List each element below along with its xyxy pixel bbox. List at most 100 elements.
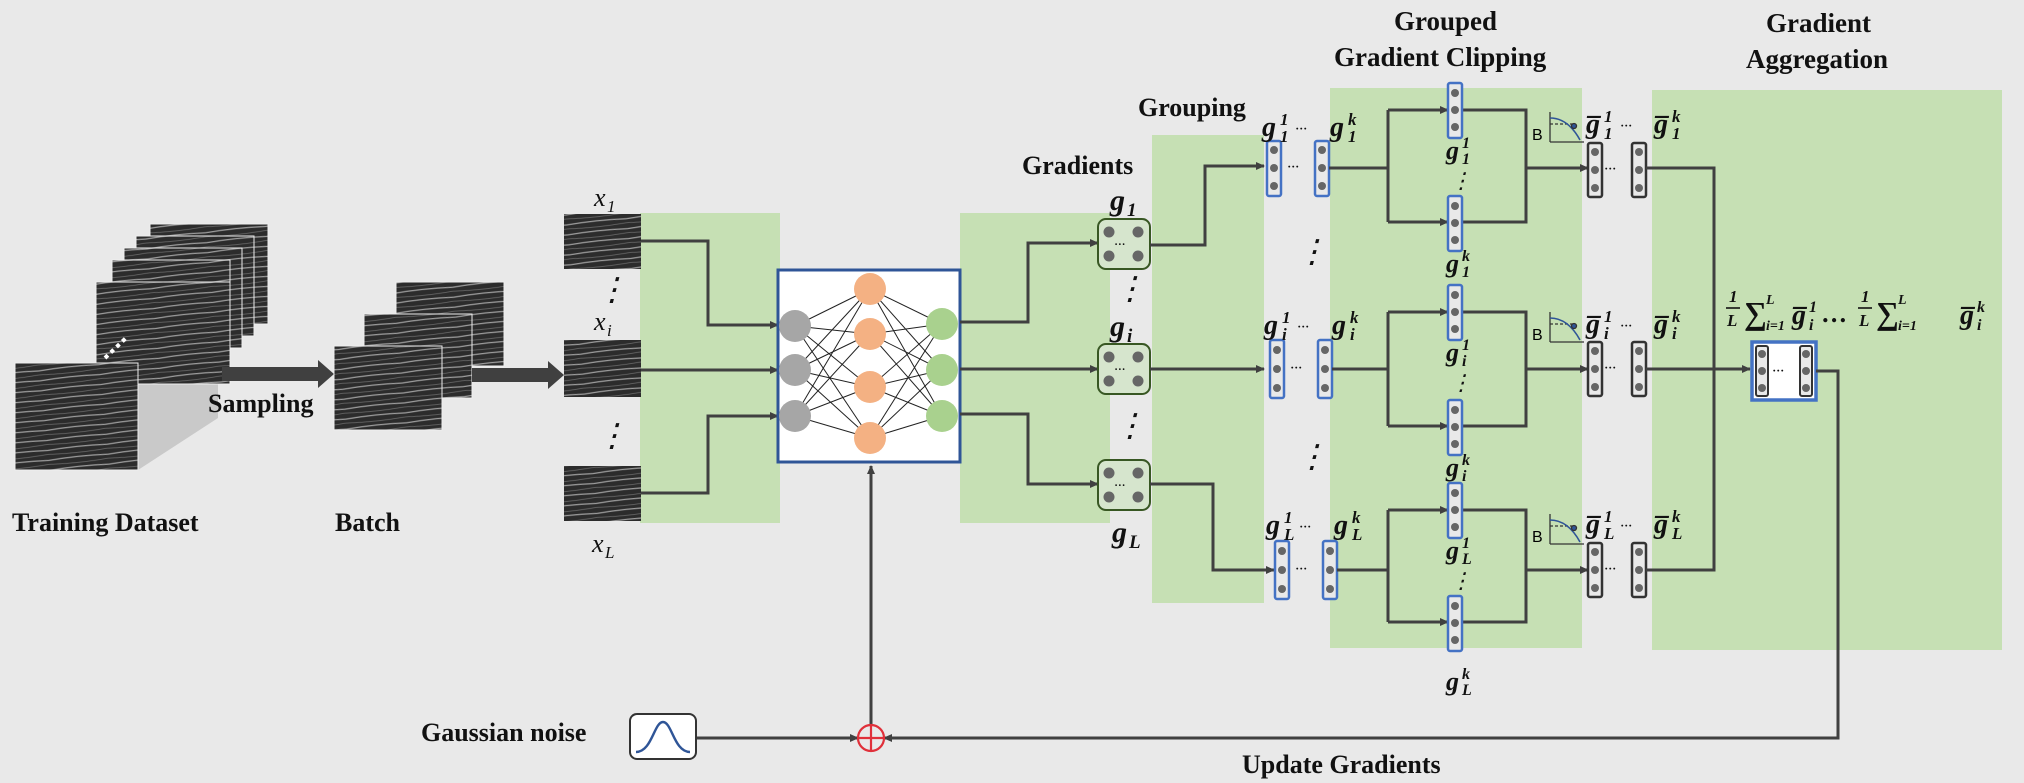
clipping-title-line1: Grouped bbox=[1394, 6, 1497, 36]
group-i-label-dots: ··· bbox=[1297, 319, 1309, 336]
group-L-g1: g bbox=[1265, 510, 1280, 541]
formula-term1-sup: 1 bbox=[1809, 299, 1817, 316]
noise-add-icon bbox=[858, 725, 884, 751]
batch-stack bbox=[334, 282, 504, 430]
clipped-row-i-labels: g̅ 1 i ··· g̅ k i bbox=[1585, 307, 1681, 343]
group-ellipsis-top: ⋮ bbox=[1296, 233, 1328, 269]
clip-1-sup1: 1 bbox=[1462, 135, 1470, 152]
clip-L-ellipsis: ⋮ bbox=[1450, 568, 1472, 593]
group-1-label-dots: ··· bbox=[1295, 121, 1307, 138]
formula-sum2: ∑ bbox=[1876, 295, 1899, 331]
formula-sum1: ∑ bbox=[1744, 295, 1767, 331]
batch-label: Batch bbox=[335, 508, 401, 537]
clipped-L-sub1: L bbox=[1603, 524, 1614, 543]
clip-1-g1: g bbox=[1445, 136, 1459, 165]
update-gradients-label: Update Gradients bbox=[1242, 750, 1441, 779]
clip-1-ellipsis: ⋮ bbox=[1450, 168, 1472, 193]
gl-label: g bbox=[1111, 516, 1127, 549]
clip-i-threshold: B bbox=[1532, 327, 1543, 344]
clipped-L-gk: g̅ bbox=[1653, 509, 1670, 540]
clipped-L-g1: g̅ bbox=[1585, 509, 1602, 540]
x1-label: x bbox=[593, 183, 606, 212]
gradient-box-i-dots: ··· bbox=[1114, 362, 1125, 378]
clipped-row-1-labels: g̅ 1 1 ··· g̅ k 1 bbox=[1585, 107, 1681, 143]
formula-sum2-sub: i=1 bbox=[1898, 319, 1917, 334]
group-L-dots: ··· bbox=[1295, 561, 1307, 578]
group-i-sub1: i bbox=[1282, 325, 1287, 344]
training-dataset-label: Training Dataset bbox=[12, 508, 199, 537]
sampling-arrow bbox=[222, 360, 334, 388]
group-1-gk: g bbox=[1329, 112, 1344, 143]
g-ellipsis-top: ⋮ bbox=[1114, 270, 1146, 306]
xl-sub: L bbox=[604, 543, 614, 562]
clip-i-subk: i bbox=[1462, 468, 1467, 485]
gradient-box-1-dots: ··· bbox=[1114, 237, 1125, 253]
group-i-labels: g 1 i ··· g k i bbox=[1263, 308, 1359, 344]
grouping-label: Grouping bbox=[1138, 93, 1246, 122]
clipped-L-label-dots: ··· bbox=[1620, 518, 1632, 535]
formula-dots: … bbox=[1822, 299, 1848, 328]
group-1-subk: 1 bbox=[1348, 127, 1357, 146]
g1-sub: 1 bbox=[1127, 200, 1137, 221]
clipped-1-label-dots: ··· bbox=[1620, 118, 1632, 135]
gaussian-noise-label: Gaussian noise bbox=[421, 718, 586, 747]
formula-sum2-sup: L bbox=[1897, 293, 1907, 308]
group-L-gk: g bbox=[1333, 510, 1348, 541]
clipped-i-subk: i bbox=[1672, 324, 1677, 343]
clip-L-threshold: B bbox=[1532, 529, 1543, 546]
clipped-1-dots: ··· bbox=[1604, 161, 1616, 178]
group-1-labels: g 1 1 ··· g k 1 bbox=[1261, 110, 1357, 146]
clipped-i-sub1: i bbox=[1604, 324, 1609, 343]
training-dataset-stack bbox=[15, 224, 268, 470]
input-samples bbox=[564, 214, 641, 521]
neural-network bbox=[778, 270, 960, 462]
clip-i-g1: g bbox=[1445, 338, 1459, 367]
clip-L-supk: k bbox=[1462, 666, 1470, 683]
clip-i-ellipsis: ⋮ bbox=[1450, 370, 1472, 395]
group-L-labels: g 1 L ··· g k L bbox=[1265, 508, 1362, 544]
formula-frac2-num: 1 bbox=[1861, 287, 1870, 306]
clip-1-gk: g bbox=[1445, 249, 1459, 278]
formula-term1-sub: i bbox=[1809, 317, 1814, 334]
gradients-label: Gradients bbox=[1022, 151, 1133, 180]
clip-L-subk: L bbox=[1461, 682, 1472, 699]
x1-sub: 1 bbox=[607, 197, 616, 216]
clip-L-sup1: 1 bbox=[1462, 535, 1470, 552]
aggregated-vector bbox=[1752, 342, 1816, 400]
sampling-label: Sampling bbox=[208, 389, 314, 418]
gl-sub: L bbox=[1128, 532, 1141, 553]
input-panel bbox=[640, 213, 780, 523]
clip-i-sub1: i bbox=[1462, 353, 1467, 370]
group-i-g1: g bbox=[1263, 310, 1278, 341]
xi-sub: i bbox=[607, 321, 612, 340]
aggregation-title-line2: Aggregation bbox=[1746, 44, 1888, 74]
clipped-L-subk: L bbox=[1671, 524, 1682, 543]
g-ellipsis-bottom: ⋮ bbox=[1114, 407, 1146, 443]
formula-frac1-den: L bbox=[1726, 311, 1737, 330]
group-1-sub1: 1 bbox=[1280, 127, 1289, 146]
clipped-i-g1: g̅ bbox=[1585, 309, 1602, 340]
clip-L-gk: g bbox=[1445, 667, 1459, 696]
group-1-g1: g bbox=[1261, 112, 1276, 143]
formula-sum1-sup: L bbox=[1765, 293, 1775, 308]
clip-i-gk: g bbox=[1445, 453, 1459, 482]
x-ellipsis-top: ⋮ bbox=[596, 271, 628, 307]
clipped-i-gk: g̅ bbox=[1653, 309, 1670, 340]
gradient-box-L-dots: ··· bbox=[1114, 478, 1125, 494]
gi-label: g bbox=[1109, 310, 1125, 343]
clipped-1-sub1: 1 bbox=[1604, 124, 1613, 143]
aggregation-title-line1: Gradient bbox=[1766, 8, 1871, 38]
gaussian-curve-icon bbox=[630, 714, 696, 759]
formula-frac1-num: 1 bbox=[1729, 287, 1738, 306]
formula-term2-sub: i bbox=[1977, 317, 1982, 334]
aggregated-vector-dots: ··· bbox=[1772, 363, 1784, 380]
group-L-label-dots: ··· bbox=[1299, 519, 1311, 536]
group-L-sub1: L bbox=[1283, 525, 1294, 544]
clipped-1-gk: g̅ bbox=[1653, 109, 1670, 140]
clipped-row-L-labels: g̅ 1 L ··· g̅ k L bbox=[1585, 507, 1682, 543]
clipped-i-dots: ··· bbox=[1604, 360, 1616, 377]
x-ellipsis-bottom: ⋮ bbox=[596, 417, 628, 453]
clip-i-supk: k bbox=[1462, 452, 1470, 469]
clip-1-subk: 1 bbox=[1462, 264, 1470, 281]
